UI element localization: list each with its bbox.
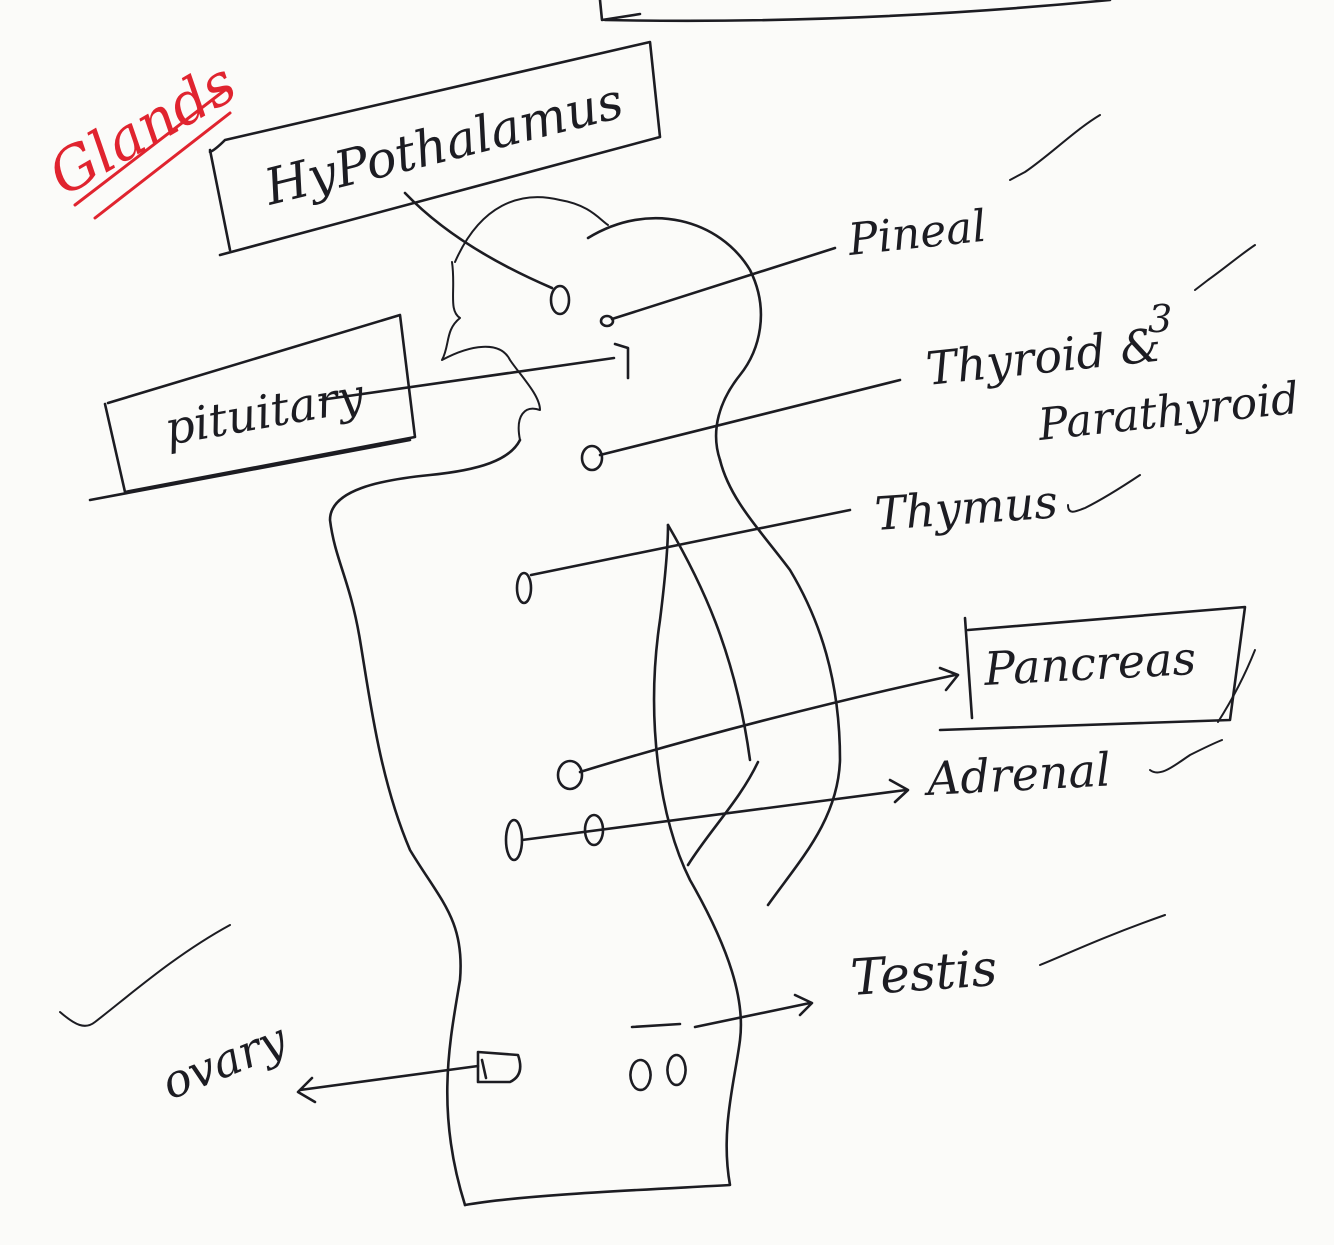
body-outline-right — [720, 460, 840, 905]
pancreas-marker — [558, 761, 582, 789]
pineal-marker — [601, 316, 613, 326]
check-mark-pancreas — [1218, 650, 1255, 722]
adrenal-arrow — [522, 780, 908, 840]
top-box-edge — [600, 0, 1110, 21]
thyroid-label: Thyroid & — [924, 318, 1164, 396]
ovary-marker — [478, 1052, 520, 1082]
body-outline-bottom — [465, 525, 741, 1205]
thyroid-note: 3 — [1148, 297, 1172, 341]
adrenal-label: Adrenal — [922, 742, 1112, 806]
ovary-arrow — [298, 1066, 478, 1102]
testis-marker — [631, 1024, 686, 1090]
pineal-label: Pineal — [845, 201, 989, 266]
parathyroid-label: Parathyroid — [1035, 373, 1302, 451]
hypothalamus-leader — [405, 193, 552, 288]
pancreas-arrow — [580, 668, 958, 772]
pituitary-label: pituitary — [161, 368, 369, 456]
check-mark-thymus — [1068, 475, 1140, 512]
hypothalamus-marker — [551, 286, 569, 314]
check-mark-pineal — [1010, 115, 1100, 180]
check-mark-adrenal — [1150, 740, 1222, 772]
testis-label: Testis — [849, 939, 999, 1007]
head-right-edge — [588, 218, 761, 460]
body-outline-left — [330, 440, 520, 1205]
adrenal-marker-left — [506, 820, 522, 860]
ovary-label: ovary — [154, 1011, 295, 1110]
testis-arrow — [695, 995, 812, 1027]
pineal-leader — [612, 248, 835, 319]
thyroid-leader — [600, 380, 900, 455]
thyroid-marker — [582, 446, 602, 470]
pituitary-leader — [320, 358, 614, 400]
check-mark-testis — [1040, 915, 1165, 965]
pituitary-marker — [615, 344, 628, 378]
check-mark-thyroid — [1195, 245, 1255, 290]
head-outline — [442, 197, 608, 440]
thymus-marker — [517, 573, 531, 603]
thymus-label: Thymus — [873, 474, 1059, 541]
pancreas-label: Pancreas — [982, 631, 1197, 696]
check-mark-ovary — [60, 925, 230, 1026]
